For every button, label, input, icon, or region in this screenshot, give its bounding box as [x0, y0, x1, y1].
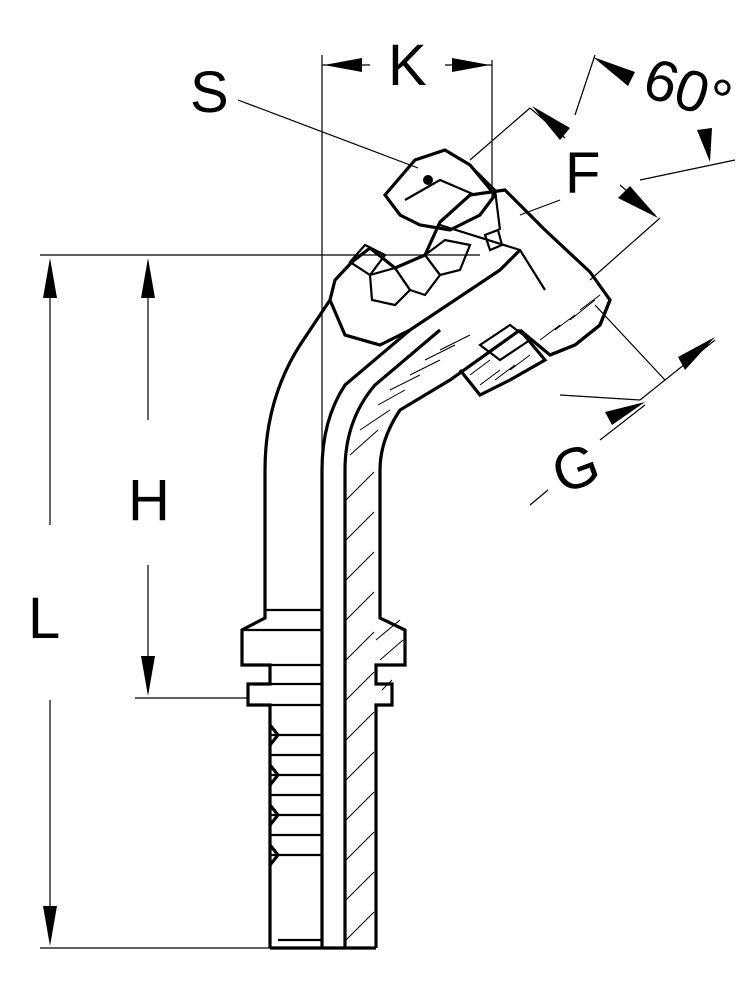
- label-k: K: [388, 33, 427, 98]
- section-hatching: [345, 334, 471, 941]
- label-angle: 60°: [636, 46, 740, 135]
- flange-face: [458, 228, 612, 398]
- fitting-body: [240, 148, 612, 950]
- label-h: H: [128, 468, 170, 533]
- label-g: G: [543, 430, 608, 507]
- label-f: F: [565, 141, 600, 206]
- label-l: L: [28, 586, 60, 651]
- label-s: S: [190, 60, 229, 125]
- hose-serrations: [268, 724, 322, 866]
- dimension-lines: [40, 54, 736, 949]
